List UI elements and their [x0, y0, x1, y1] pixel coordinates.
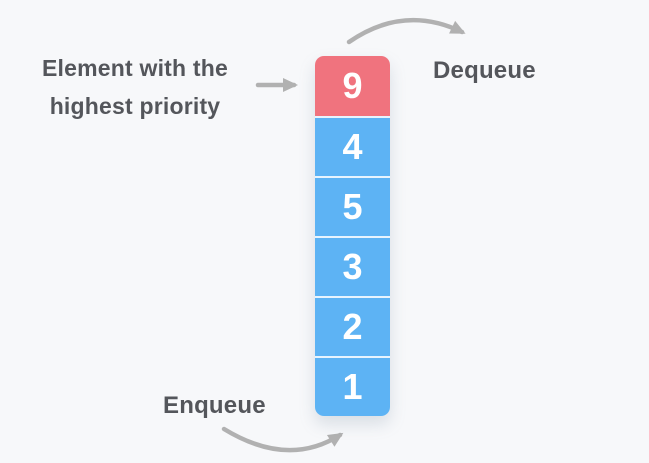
queue-cell: 5: [315, 176, 390, 236]
highest-priority-label-line1: Element with the: [42, 55, 228, 81]
queue-cell: 1: [315, 356, 390, 416]
enqueue-arrow-icon: [221, 426, 344, 453]
queue-cell: 3: [315, 236, 390, 296]
enqueue-label: Enqueue: [163, 392, 266, 419]
dequeue-label: Dequeue: [433, 57, 536, 84]
queue-cell: 4: [315, 116, 390, 176]
highest-priority-label-line2: highest priority: [49, 93, 221, 119]
queue-cell: 2: [315, 296, 390, 356]
queue-cell-highest-priority: 9: [315, 56, 390, 116]
dequeue-arrow-icon: [346, 17, 466, 45]
highest-priority-label: Element with the highest priority: [35, 49, 235, 125]
